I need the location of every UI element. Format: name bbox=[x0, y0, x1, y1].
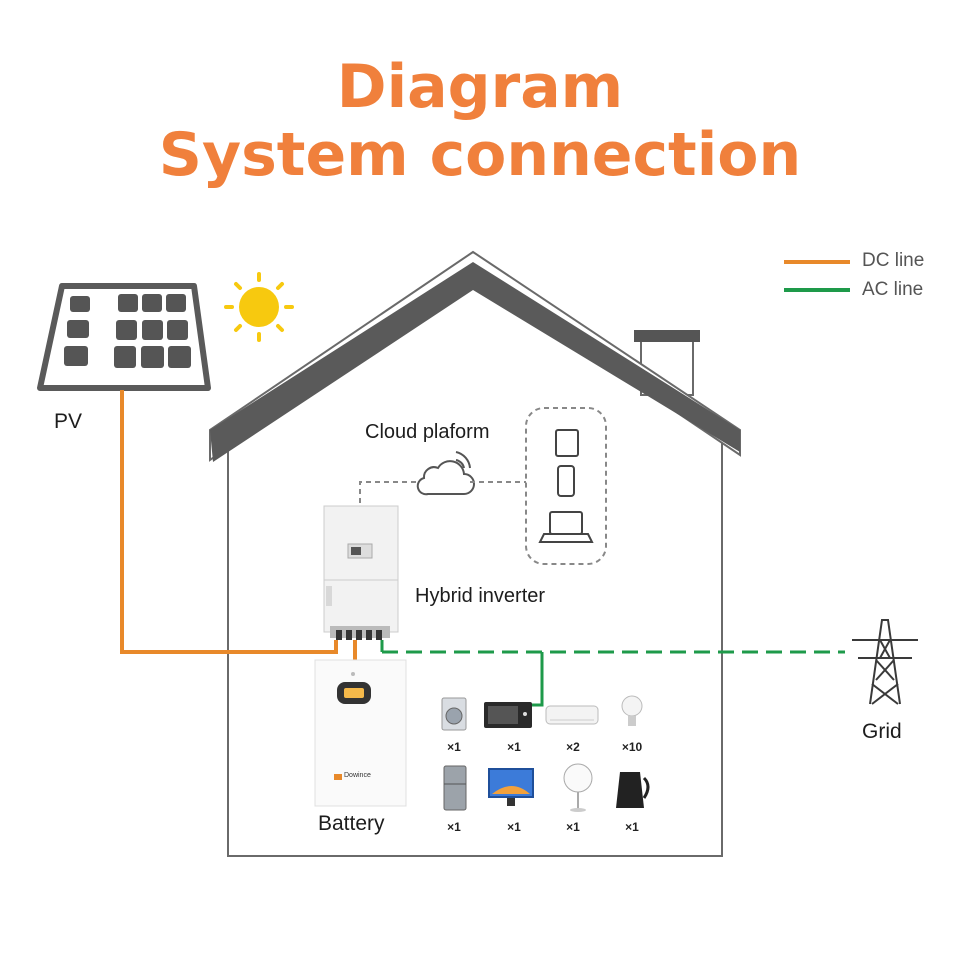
inverter-label: Hybrid inverter bbox=[415, 585, 546, 607]
house bbox=[209, 250, 741, 857]
sun-icon bbox=[224, 272, 294, 342]
qty-air-conditioner: ×2 bbox=[566, 740, 580, 754]
title-line-1: Diagram bbox=[336, 52, 624, 122]
legend-ac-label: AC line bbox=[862, 279, 924, 300]
dc-line bbox=[120, 390, 338, 654]
washing-machine-icon bbox=[441, 697, 467, 731]
qty-refrigerator: ×1 bbox=[447, 820, 461, 834]
qty-kettle: ×1 bbox=[625, 820, 639, 834]
phone-icon bbox=[557, 465, 575, 497]
hybrid-inverter bbox=[323, 505, 399, 640]
tablet-icon bbox=[555, 429, 579, 457]
battery bbox=[314, 659, 407, 807]
devices-box bbox=[525, 407, 607, 565]
laptop-icon bbox=[538, 511, 594, 543]
title-line-2: System connection bbox=[158, 120, 802, 190]
television-icon bbox=[488, 768, 534, 806]
qty-microwave: ×1 bbox=[507, 740, 521, 754]
qty-television: ×1 bbox=[507, 820, 521, 834]
ac-line bbox=[380, 640, 845, 707]
qty-fan: ×1 bbox=[566, 820, 580, 834]
legend-dc-label: DC line bbox=[862, 250, 925, 271]
battery-brand: Dowince bbox=[344, 772, 371, 779]
refrigerator-icon bbox=[443, 765, 467, 811]
fan-icon bbox=[563, 763, 593, 812]
microwave-icon bbox=[484, 702, 532, 728]
cloud-label: Cloud plaform bbox=[365, 421, 490, 443]
air-conditioner-icon bbox=[545, 705, 599, 725]
cloud-icon bbox=[416, 451, 475, 496]
cloud-link-inverter bbox=[359, 481, 416, 506]
kettle-icon bbox=[616, 772, 650, 808]
light-bulb-icon bbox=[621, 695, 643, 726]
grid-tower-icon bbox=[852, 619, 918, 705]
pv-panel bbox=[37, 283, 211, 391]
qty-washing-machine: ×1 bbox=[447, 740, 461, 754]
battery-label: Battery bbox=[318, 812, 385, 835]
pv-label: PV bbox=[54, 410, 83, 433]
qty-light-bulb: ×10 bbox=[621, 740, 643, 754]
grid-label: Grid bbox=[862, 720, 902, 743]
